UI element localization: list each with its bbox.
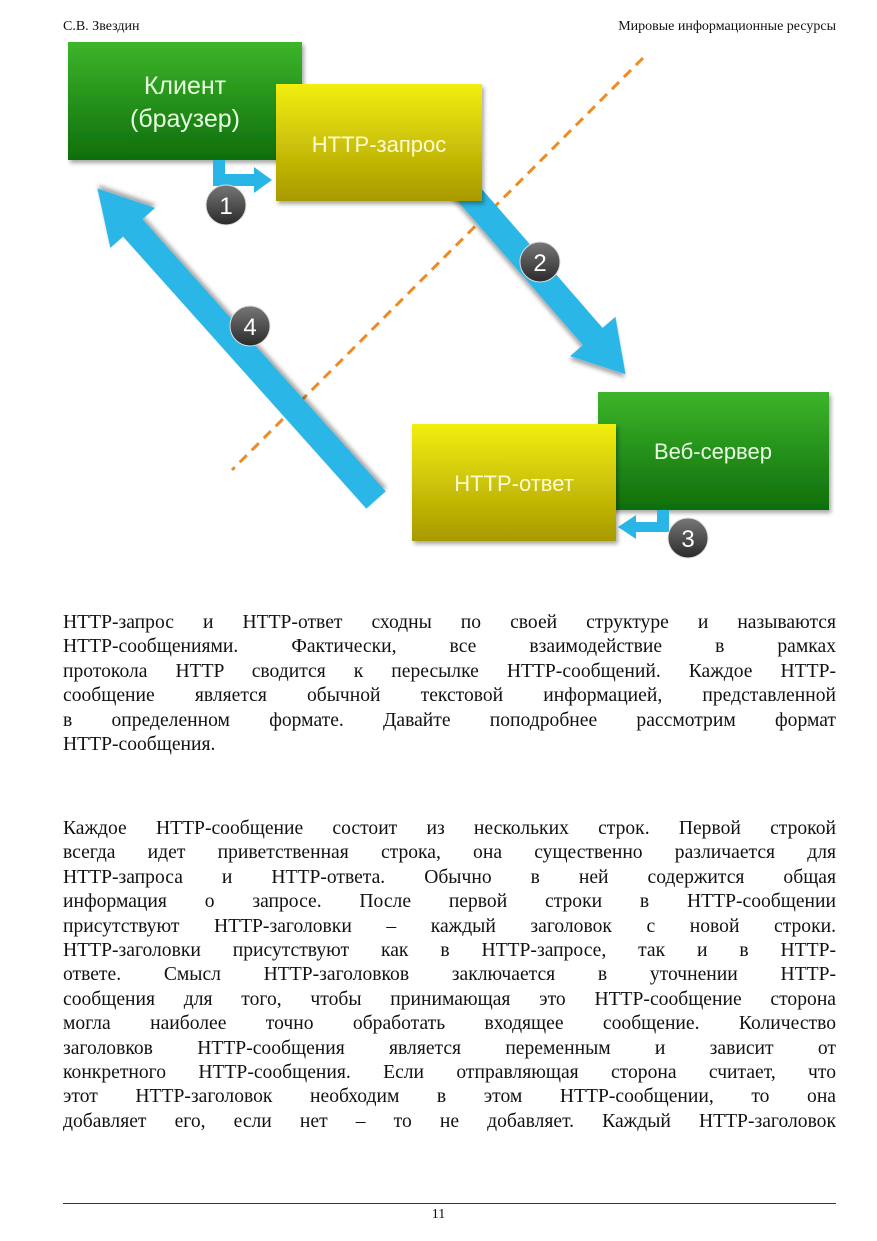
text-line: добавляет его, если нет – то не добавляе…	[63, 1110, 836, 1132]
text-line: конкретного HTTP-сообщения. Если отправл…	[63, 1061, 836, 1083]
request-box	[276, 84, 482, 201]
svg-text:1: 1	[219, 193, 232, 220]
text-line: присутствуют HTTP-заголовки – каждый заг…	[63, 915, 836, 937]
step-badge-1: 1	[205, 184, 247, 226]
running-header-author: С.В. Звездин	[63, 19, 140, 34]
client-label-line1: Клиент	[144, 72, 227, 100]
text-line: HTTP-запрос и HTTP-ответ сходны по своей…	[63, 612, 836, 633]
text-line: HTTP-сообщениями. Фактически, все взаимо…	[63, 636, 836, 658]
page-number: 11	[431, 1207, 446, 1222]
text-line: сообщение является обычной текстовой инф…	[63, 685, 836, 707]
text-line: заголовков HTTP-сообщения является перем…	[63, 1037, 836, 1059]
text-line: могла наиболее точно обработать входящее…	[63, 1013, 836, 1035]
text-line: сообщения для того, чтобы принимающая эт…	[63, 988, 836, 1010]
server-box	[598, 392, 829, 510]
text-line: всегда идет приветственная строка, она с…	[63, 842, 836, 864]
text-line: информация о запросе. После первой строк…	[63, 891, 836, 913]
svg-text:4: 4	[243, 314, 256, 341]
svg-text:Клиент(браузер): Клиент (браузер)	[130, 72, 240, 133]
svg-text:2: 2	[533, 250, 546, 277]
text-line: HTTP-заголовки присутствуют как в HTTP-з…	[63, 939, 836, 961]
client-box	[68, 42, 302, 160]
response-box	[412, 424, 616, 541]
server-label: Веб-сервер	[654, 439, 772, 464]
text-line: HTTP-сообщения.	[63, 733, 216, 755]
text-line: протокола HTTP сводится к пересылке HTTP…	[63, 660, 836, 682]
running-header-title: Мировые информационные ресурсы	[618, 19, 836, 34]
text-line: HTTP-запроса и HTTP-ответа. Обычно в ней…	[63, 866, 836, 888]
step-badge-3: 3	[667, 517, 709, 559]
text-line: в определенном формате. Давайте поподроб…	[63, 709, 836, 731]
paragraph-message-structure: Каждое HTTP-сообщение состоит из несколь…	[63, 817, 836, 1134]
text-line: ответе. Смысл HTTP-заголовков заключаетс…	[63, 964, 836, 986]
arrow-step-3	[618, 510, 669, 539]
request-label: HTTP-запрос	[312, 132, 446, 157]
footer-divider	[63, 1203, 836, 1204]
paragraph-http-messages: HTTP-запрос и HTTP-ответ сходны по своей…	[63, 611, 836, 757]
http-exchange-diagram: Клиент (браузер) HTTP-запрос Веб-сервер H…	[68, 42, 829, 559]
arrow-response-to-client	[97, 188, 386, 509]
text-line: Каждое HTTP-сообщение состоит из несколь…	[63, 818, 836, 839]
svg-text:3: 3	[681, 526, 694, 553]
step-badge-4: 4	[229, 305, 271, 347]
step-badge-2: 2	[519, 241, 561, 283]
response-label: HTTP-ответ	[454, 471, 574, 496]
client-label-line2: (браузер)	[130, 105, 240, 133]
text-line: этот HTTP-заголовок необходим в этом HTT…	[63, 1086, 836, 1108]
